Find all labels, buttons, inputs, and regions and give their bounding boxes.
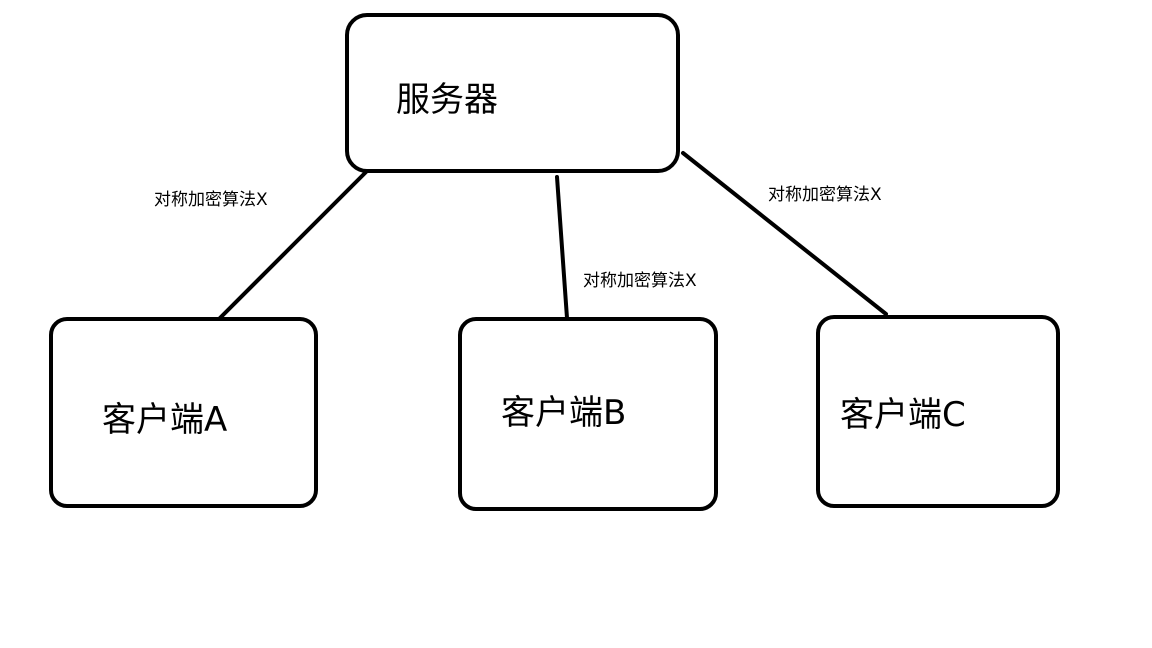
- edge-label-server-to-client-a: 对称加密算法X: [154, 190, 268, 210]
- node-server-label: 服务器: [396, 80, 498, 120]
- node-server: 服务器: [345, 13, 680, 173]
- edge-server-to-client-b: [555, 175, 569, 320]
- node-client-b-label: 客户端B: [501, 393, 626, 433]
- node-client-a-box: [49, 317, 318, 508]
- node-client-c: 客户端C: [816, 315, 1060, 508]
- node-client-b: 客户端B: [458, 317, 718, 511]
- edge-label-server-to-client-b: 对称加密算法X: [583, 271, 697, 291]
- edge-server-to-client-a: [216, 168, 370, 322]
- node-client-a: 客户端A: [49, 317, 318, 508]
- edge-server-to-client-c: [681, 151, 888, 316]
- node-client-c-box: [816, 315, 1060, 508]
- node-server-box: [345, 13, 680, 173]
- edge-label-server-to-client-c: 对称加密算法X: [768, 185, 882, 205]
- node-client-c-label: 客户端C: [840, 395, 966, 435]
- node-client-a-label: 客户端A: [102, 400, 227, 440]
- node-client-b-box: [458, 317, 718, 511]
